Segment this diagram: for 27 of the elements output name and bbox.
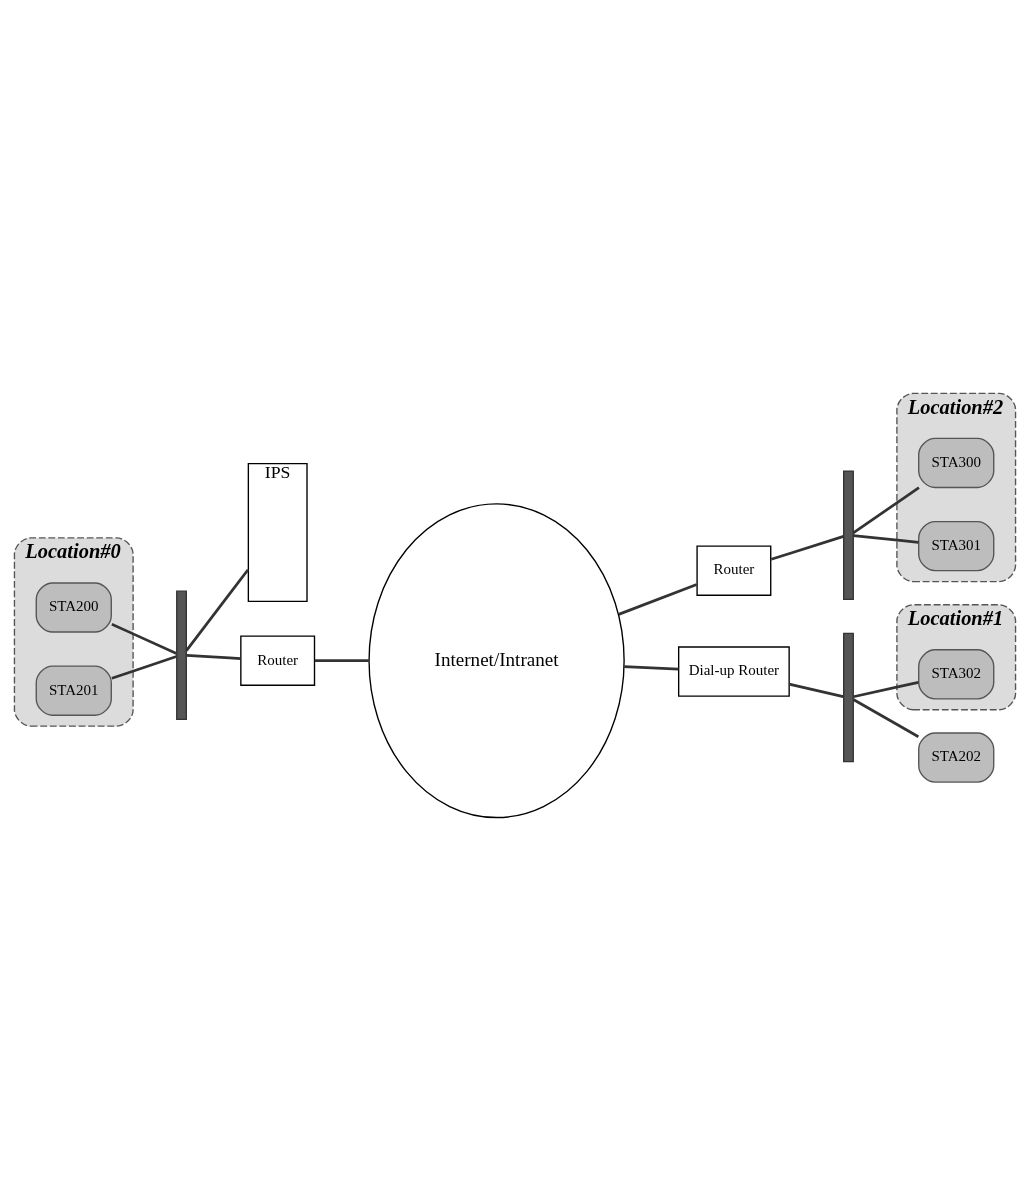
- node-box: STA302: [918, 648, 995, 700]
- node-box: STA201: [35, 664, 112, 716]
- connector: [314, 658, 369, 662]
- connector: [853, 533, 919, 544]
- node-box: STA300: [918, 437, 995, 488]
- node-box: STA200: [35, 581, 112, 633]
- node-box: Router: [240, 634, 316, 686]
- node-bar: [176, 589, 187, 720]
- node-box: STA301: [918, 520, 995, 571]
- connector: [618, 582, 698, 616]
- connector: [770, 534, 844, 561]
- connector: [852, 486, 920, 534]
- node-bar: [843, 632, 854, 762]
- connector: [624, 664, 679, 670]
- connector: [186, 653, 241, 660]
- connector: [185, 568, 250, 651]
- node-ellipse: Internet/Intranet: [368, 502, 625, 818]
- node-box: IPS: [247, 462, 308, 602]
- node-box: Dial-up Router: [678, 645, 790, 697]
- node-bar: [843, 469, 854, 600]
- node-box: STA202: [918, 731, 995, 783]
- connector: [788, 682, 844, 698]
- connector: [853, 680, 919, 698]
- connector: [852, 697, 920, 738]
- node-box: Router: [696, 544, 772, 596]
- connector: [111, 622, 177, 655]
- connector: [111, 654, 177, 680]
